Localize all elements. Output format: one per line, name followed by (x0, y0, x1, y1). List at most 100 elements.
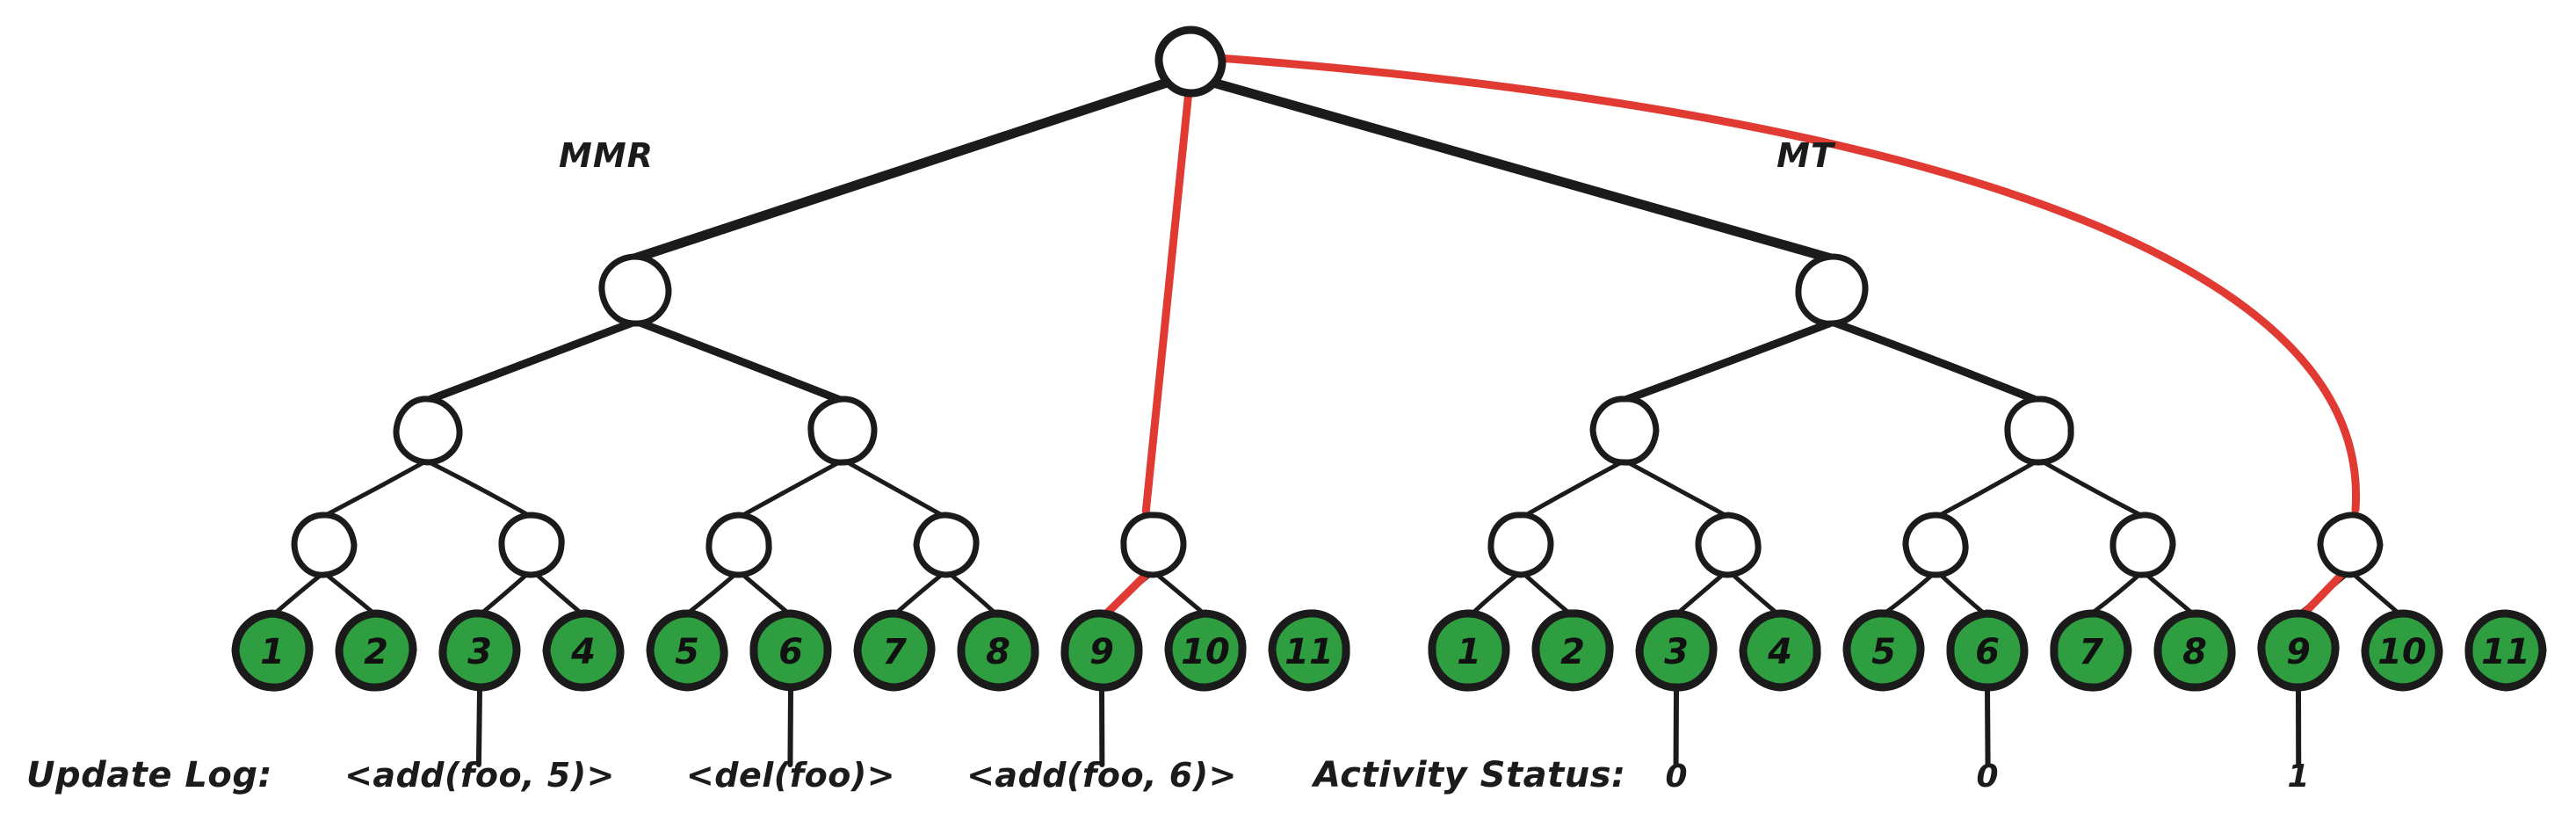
mt-node-l4-4 (2317, 512, 2384, 578)
update-log-caption: Update Log: (26, 755, 272, 795)
mmr-leaf-9: 9 (1060, 609, 1143, 692)
mmr-node-l3-1 (807, 396, 878, 466)
mt-edge-leaf-1 (1467, 570, 1523, 619)
mmr-node-l4-0 (291, 512, 358, 578)
mt-leaf-label-6: 6 (1975, 632, 2000, 672)
mt-edge-root (1208, 77, 1836, 264)
mmr-leaf-circle-2 (335, 609, 417, 692)
mmr-leaf-circle-4 (542, 609, 625, 692)
mmr-leaf-label-2: 2 (364, 632, 388, 672)
mmr-node-l4-1 (498, 512, 565, 578)
update-log-tick-6 (787, 686, 793, 767)
mt-leaf-circle-4 (1739, 609, 1821, 692)
mt-leaf-circle-2 (1531, 609, 1614, 692)
mt-leaf-circle-7 (2050, 609, 2132, 692)
mmr-leaf-7: 7 (853, 609, 936, 692)
mt-node-l4-0 (1487, 512, 1554, 578)
activity-status-value-1: 0 (1665, 759, 1687, 795)
mt-edge-leaf-4 (1726, 569, 1783, 619)
activity-status-tick-6 (1985, 686, 1991, 767)
mt-leaf-label-8: 8 (2182, 632, 2207, 672)
mmr-edge-leaf-1 (270, 570, 327, 618)
mt-leaf-label-9: 9 (2286, 632, 2311, 672)
update-log-entry-1: <add(foo, 5)> (344, 756, 615, 795)
mmr-leaf-4: 4 (542, 609, 625, 692)
highlight-root-to-mt-peak (1214, 54, 2360, 514)
mt-leaf-circle-10 (2361, 609, 2443, 692)
mmr-edge-leaf-10 (1151, 569, 1207, 617)
mt-leaf-label-7: 7 (2079, 632, 2103, 672)
mt-leaf-5: 5 (1842, 609, 1925, 692)
mt-edge-leaf-2 (1518, 569, 1574, 618)
mt-leaf-7: 7 (2050, 609, 2132, 692)
mmr-leaf-label-7: 7 (882, 632, 907, 672)
mt-edge-l2 (1827, 317, 2044, 406)
mmr-leaf-6: 6 (749, 609, 832, 692)
mt-leaf-11: 11 (2464, 609, 2547, 692)
mt-edge-leaf-3 (1673, 568, 1730, 618)
mmr-leaf-11: 11 (1268, 609, 1350, 692)
highlight-mt-peak-to-leaf-9 (2297, 568, 2348, 620)
mmr-node-l3-0 (393, 396, 463, 466)
mt-node-l4-3 (2109, 512, 2176, 578)
mt-leaf-8: 8 (2153, 609, 2236, 692)
text-layer: MMR MT Update Log: Activity Status: (26, 136, 1836, 795)
mmr-edge-l2 (631, 316, 848, 405)
mt-leaf-1: 1 (1428, 609, 1510, 692)
mmr-edge-leaf-7 (892, 569, 948, 618)
mmr-leaf-label-8: 8 (986, 632, 1010, 672)
mmr-leaf-5: 5 (646, 609, 728, 692)
mt-node-l4-1 (1695, 512, 1762, 578)
mmr-edge-l3 (424, 459, 534, 519)
tree-label-mmr: MMR (559, 136, 654, 175)
mmr-leaf-2: 2 (335, 609, 417, 692)
mmr-edge-leaf-2 (321, 570, 378, 617)
mmr-leaf-3: 3 (438, 609, 521, 692)
mmr-leaf-label-4: 4 (570, 632, 596, 672)
activity-status-value-2: 0 (1976, 759, 1998, 795)
mt-leaf-9: 9 (2257, 609, 2340, 692)
mt-edge-l3 (1933, 457, 2042, 520)
mt-node-l2 (1795, 253, 1869, 327)
mt-edge-l3 (1622, 458, 1732, 519)
mmr-leaf-circle-7 (853, 609, 936, 692)
mmr-edge-l3 (840, 457, 949, 520)
mmr-edge-leaf-3 (476, 568, 534, 618)
mt-edge-l3 (2037, 457, 2145, 519)
update-log-tick-3 (475, 686, 482, 767)
root-node (1154, 25, 1226, 98)
highlight-mmr-peak-to-leaf-9 (1101, 567, 1154, 620)
mmr-leaf-label-6: 6 (778, 632, 803, 672)
mmr-leaf-1: 1 (231, 609, 314, 692)
mt-leaf-6: 6 (1946, 609, 2029, 692)
mt-leaf-label-10: 10 (2377, 632, 2427, 672)
mmr-leaf-circle-8 (957, 609, 1039, 692)
mmr-leaf-circle-10 (1164, 609, 1247, 692)
mmr-leaf-label-1: 1 (260, 632, 285, 672)
mmr-leaf-circle-5 (646, 609, 728, 692)
mmr-node-l4-4 (1120, 512, 1187, 578)
mt-edge-leaf-7 (2088, 569, 2146, 617)
mmr-edge-leaf-4 (530, 568, 586, 618)
mt-leaf-2: 2 (1531, 609, 1614, 692)
activity-status-caption: Activity Status: (1311, 755, 1626, 795)
mt-edge-leaf-10 (2347, 568, 2404, 618)
mt-node-l4-2 (1902, 512, 1969, 578)
update-log-entry-2: <del(foo)> (686, 756, 895, 795)
mt-node-l3-0 (1589, 396, 1660, 466)
mmr-edge-l3 (736, 458, 845, 519)
mmr-node-l4-2 (706, 512, 772, 578)
mt-leaf-label-2: 2 (1560, 632, 1585, 672)
mmr-leaf-label-5: 5 (675, 632, 699, 672)
mt-leaf-label-4: 4 (1767, 632, 1792, 672)
tree-label-mt: MT (1776, 136, 1836, 175)
mt-leaf-circle-8 (2153, 609, 2236, 692)
mmr-edge-leaf-5 (684, 570, 741, 617)
mmr-edge-root (629, 77, 1174, 264)
mmr-leaf-label-10: 10 (1181, 632, 1230, 672)
mt-edge-leaf-5 (1880, 570, 1938, 617)
activity-status-value-3: 1 (2287, 759, 2309, 795)
mmr-leaf-label-11: 11 (1284, 632, 1334, 672)
mmr-leaf-10: 10 (1164, 609, 1247, 692)
